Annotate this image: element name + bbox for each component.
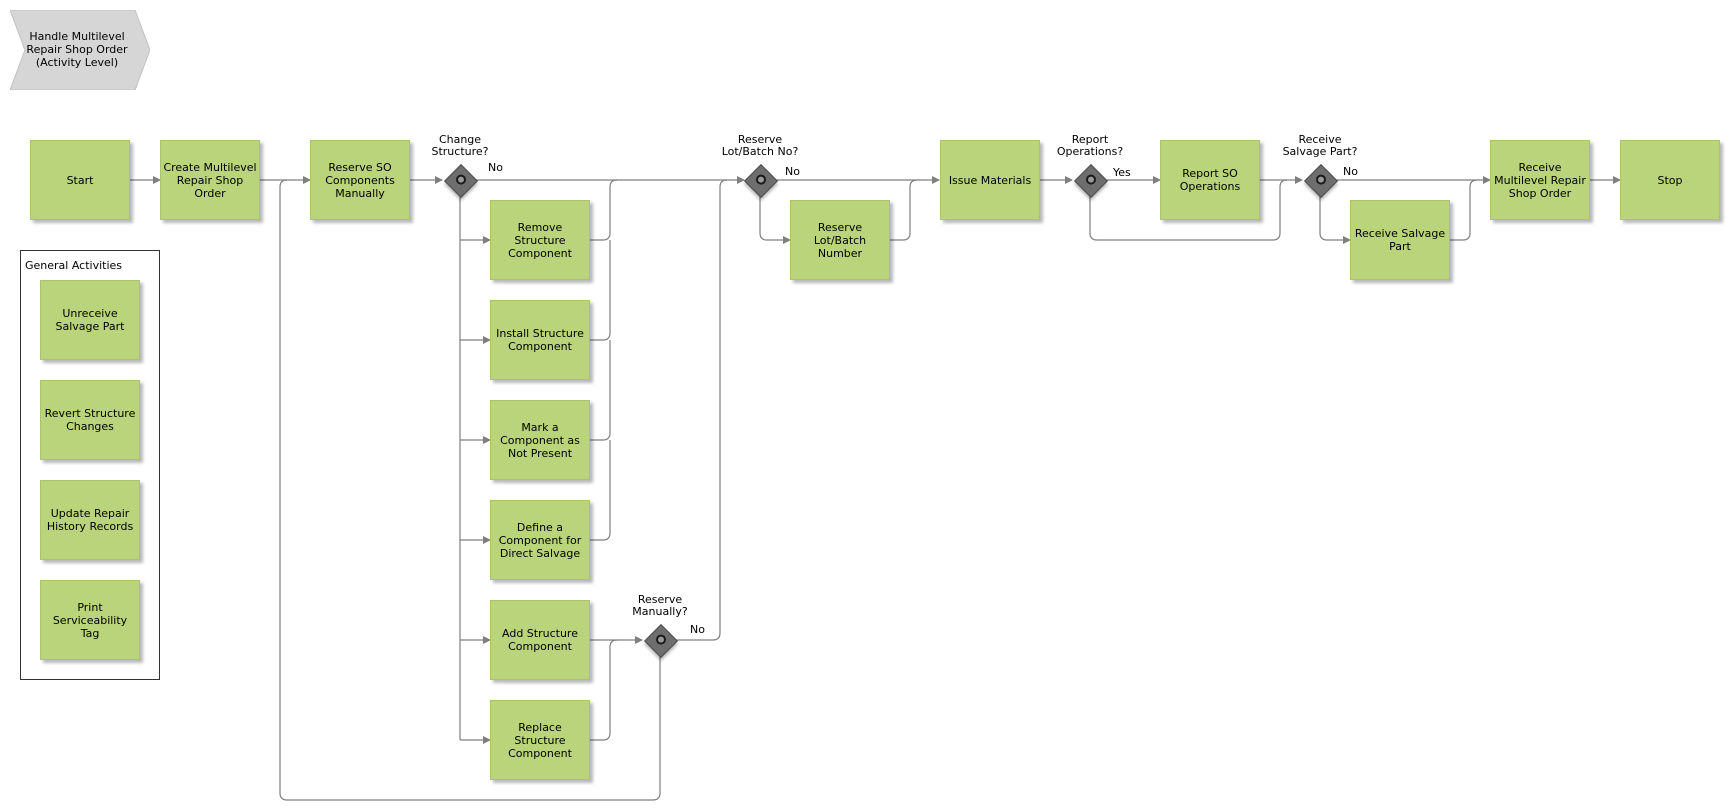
edge-label-receive-salvage-no: No [1343, 165, 1358, 178]
activity-install-structure-component[interactable]: Install Structure Component [490, 300, 590, 380]
activity-receive-salvage-part[interactable]: Receive Salvage Part [1350, 200, 1450, 280]
activity-update-repair-history-label: Update Repair History Records [46, 507, 134, 533]
activity-start[interactable]: Start [30, 140, 130, 220]
edge-label-report-operations-yes: Yes [1113, 166, 1131, 179]
connectors [130, 176, 1621, 801]
gateway-reserve-lot-batch-label: Reserve Lot/Batch No? [721, 133, 799, 158]
gateway-report-operations-label: Report Operations? [1056, 133, 1124, 158]
activity-define-component-direct-salvage[interactable]: Define a Component for Direct Salvage [490, 500, 590, 580]
activity-unreceive-salvage-part[interactable]: Unreceive Salvage Part [40, 280, 140, 360]
activity-update-repair-history[interactable]: Update Repair History Records [40, 480, 140, 560]
activity-issue-materials[interactable]: Issue Materials [940, 140, 1040, 220]
edge-salvage-merge [1450, 179, 1478, 241]
activity-stop[interactable]: Stop [1620, 140, 1720, 220]
activity-define-component-direct-salvage-label: Define a Component for Direct Salvage [498, 520, 582, 560]
gateway-receive-salvage-label: Receive Salvage Part? [1282, 133, 1358, 158]
activity-stop-label: Stop [1657, 173, 1683, 187]
activity-remove-structure-component[interactable]: Remove Structure Component [490, 200, 590, 280]
activity-reserve-so-components[interactable]: Reserve SO Components Manually [310, 140, 410, 220]
activity-report-so-operations[interactable]: Report SO Operations [1160, 140, 1260, 220]
activity-create-order-label: Create Multilevel Repair Shop Order [163, 160, 257, 200]
edge-label-reserve-manually-no: No [690, 623, 705, 636]
edge-replace-to-manual [590, 639, 618, 741]
general-activities-panel: General Activities [20, 250, 160, 680]
gateway-change-structure-label: Change Structure? [431, 133, 489, 158]
activity-add-structure-component[interactable]: Add Structure Component [490, 600, 590, 680]
activity-print-serviceability-tag-label: Print Serviceability Tag [52, 600, 128, 640]
general-activities-title: General Activities [25, 259, 123, 272]
activity-install-structure-component-label: Install Structure Component [496, 327, 584, 353]
edge-merge-branches [590, 179, 618, 541]
edge-salvage-yes [1319, 195, 1351, 244]
gateway-reserve-manually-label: Reserve Manually? [632, 593, 688, 618]
activity-report-so-operations-label: Report SO Operations [1179, 167, 1241, 193]
activity-reserve-lot-batch-number-label: Reserve Lot/Batch Number [813, 220, 867, 260]
activity-revert-structure-changes[interactable]: Revert Structure Changes [40, 380, 140, 460]
edge-label-reserve-lot-batch-no: No [785, 165, 800, 178]
activity-create-order[interactable]: Create Multilevel Repair Shop Order [160, 140, 260, 220]
activity-reserve-lot-batch-number[interactable]: Reserve Lot/Batch Number [790, 200, 890, 280]
edge-lotnum-merge [890, 179, 918, 241]
activity-replace-structure-component[interactable]: Replace Structure Component [490, 700, 590, 780]
activity-unreceive-salvage-part-label: Unreceive Salvage Part [55, 307, 125, 333]
activity-start-label: Start [66, 173, 94, 187]
activity-add-structure-component-label: Add Structure Component [502, 627, 578, 653]
activity-receive-order[interactable]: Receive Multilevel Repair Shop Order [1490, 140, 1590, 220]
activity-receive-salvage-part-label: Receive Salvage Part [1354, 227, 1446, 253]
edge-report-no [1089, 179, 1288, 241]
process-title: Handle Multilevel Repair Shop Order (Act… [26, 30, 128, 69]
edge-lot-yes [759, 195, 791, 244]
activity-mark-component-not-present[interactable]: Mark a Component as Not Present [490, 400, 590, 480]
activity-reserve-so-components-label: Reserve SO Components Manually [325, 160, 395, 200]
process-header-chevron [10, 10, 150, 90]
edge-manual-loop [279, 179, 661, 801]
activity-issue-materials-label: Issue Materials [948, 173, 1032, 187]
edge-label-change-structure-no: No [488, 161, 503, 174]
activity-revert-structure-changes-label: Revert Structure Changes [44, 407, 136, 433]
activity-remove-structure-component-label: Remove Structure Component [508, 220, 572, 260]
activity-receive-order-label: Receive Multilevel Repair Shop Order [1494, 160, 1586, 200]
activity-mark-component-not-present-label: Mark a Component as Not Present [500, 420, 580, 460]
activity-replace-structure-component-label: Replace Structure Component [508, 720, 572, 760]
edge-manual-no [673, 179, 728, 641]
activity-print-serviceability-tag[interactable]: Print Serviceability Tag [40, 580, 140, 660]
